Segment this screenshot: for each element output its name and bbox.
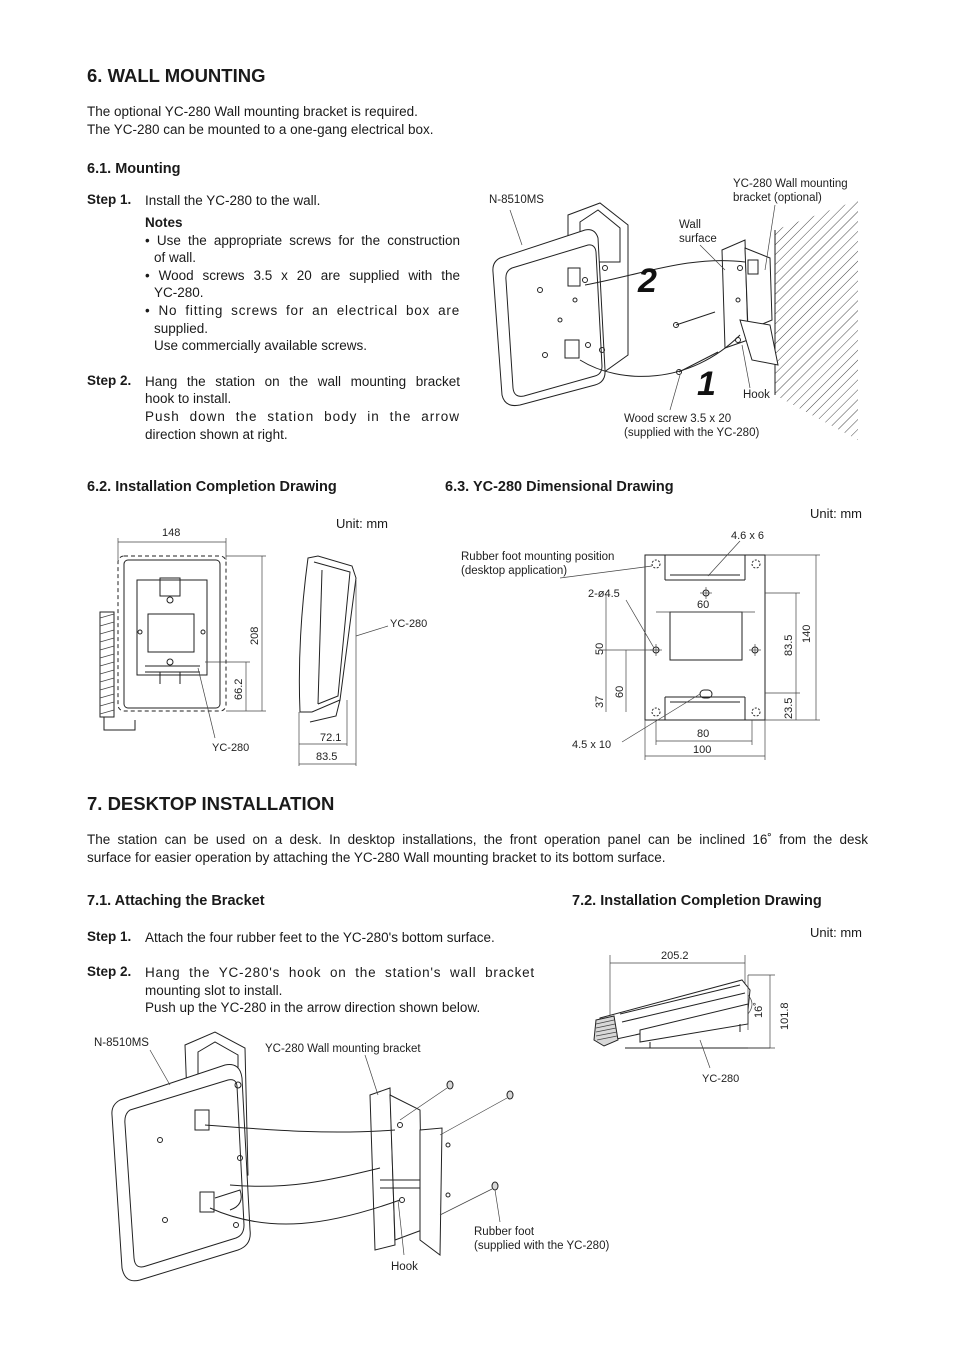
dim-80: 80 <box>697 728 709 740</box>
fig4-label-hook: Hook <box>391 1261 418 1273</box>
fig1-label-hook: Hook <box>743 389 770 401</box>
section-7-title: 7. DESKTOP INSTALLATION <box>87 793 335 814</box>
section-6-title: 6. WALL MOUNTING <box>87 65 266 86</box>
dim-4-5x10: 4.5 x 10 <box>572 739 611 751</box>
dim-148: 148 <box>162 527 180 539</box>
fig3-rubber-foot-2: (desktop application) <box>461 565 568 577</box>
sec6-intro-line2: The YC-280 can be mounted to a one-gang … <box>87 122 434 137</box>
dim-101-8: 101.8 <box>779 1002 791 1030</box>
fig2-yc280-label-side: YC-280 <box>390 618 427 630</box>
dim-60-vertical: 60 <box>614 686 626 698</box>
fig1-label-wall-1: Wall <box>679 219 701 231</box>
dim-37: 37 <box>594 696 606 708</box>
subsection-7-2-title: 7.2. Installation Completion Drawing <box>572 893 822 909</box>
subsection-7-1-title: 7.1. Attaching the Bracket <box>87 893 265 909</box>
fig4-label-n8510ms: N-8510MS <box>94 1037 149 1049</box>
note3-line1: • No fitting screws for an electrical bo… <box>145 303 460 318</box>
fig4-label-rubber-2: (supplied with the YC-280) <box>474 1240 610 1252</box>
sec7-step2-line1: Hang the YC-280's hook on the station's … <box>145 965 535 980</box>
note1-line2: of wall. <box>154 250 197 265</box>
dim-66-2: 66.2 <box>233 679 245 700</box>
sec7-intro-line1: The station can be used on a desk. In de… <box>87 832 868 847</box>
dim-83-5: 83.5 <box>783 635 795 656</box>
sec7-step1-label: Step 1. <box>87 929 132 944</box>
fig2-yc280-label-front: YC-280 <box>212 742 249 754</box>
dim-100: 100 <box>693 744 711 756</box>
fig1-label-screw-2: (supplied with the YC-280) <box>624 427 760 439</box>
fig1-label-bracket-2: bracket (optional) <box>733 192 822 204</box>
fig2-unit-label: Unit: mm <box>336 516 388 531</box>
note2-line2: YC-280. <box>154 285 204 300</box>
dim-205-2: 205.2 <box>661 950 689 962</box>
note2-line1: • Wood screws 3.5 x 20 are supplied with… <box>145 268 460 283</box>
sec7-step2-label: Step 2. <box>87 964 132 979</box>
dim-83-5-side: 83.5 <box>316 751 337 763</box>
sec7-step2-line2: mounting slot to install. <box>145 983 283 998</box>
sec7-step1-text: Attach the four rubber feet to the YC-28… <box>145 930 495 945</box>
wall-hatch <box>775 200 858 440</box>
dim-16-degree: 16˚ <box>753 1002 765 1018</box>
fig3-unit-label: Unit: mm <box>810 506 862 521</box>
fig1-step-number-1: 1 <box>697 365 716 403</box>
subsection-6-1-title: 6.1. Mounting <box>87 161 181 177</box>
fig1-label-n8510ms: N-8510MS <box>489 194 544 206</box>
fig5-unit-label: Unit: mm <box>810 925 862 940</box>
dim-208: 208 <box>249 627 261 645</box>
dim-60-horizontal: 60 <box>697 599 709 611</box>
fig5-yc280-label: YC-280 <box>702 1073 739 1085</box>
fig1-label-bracket-1: YC-280 Wall mounting <box>733 178 848 190</box>
sec6-step1-text: Install the YC-280 to the wall. <box>145 193 321 208</box>
fig1-label-wall-2: surface <box>679 233 717 245</box>
note1-line1: • Use the appropriate screws for the con… <box>145 233 460 248</box>
sec6-step2-line2: hook to install. <box>145 391 232 406</box>
fig4-label-bracket: YC-280 Wall mounting bracket <box>265 1043 421 1055</box>
dim-72-1: 72.1 <box>320 732 341 744</box>
sec6-step2-line4: direction shown at right. <box>145 427 288 442</box>
sec6-step2-label: Step 2. <box>87 373 132 388</box>
fig4-label-rubber-1: Rubber foot <box>474 1226 535 1238</box>
sec6-step2-line3: Push down the station body in the arrow <box>145 409 460 424</box>
fig1-step-number-2: 2 <box>637 262 657 300</box>
dim-2-o4-5: 2-ø4.5 <box>588 588 620 600</box>
note3-line2: supplied. <box>154 321 209 336</box>
sec6-intro-line1: The optional YC-280 Wall mounting bracke… <box>87 104 418 119</box>
dim-50: 50 <box>594 643 606 655</box>
cable-hatch <box>99 611 136 731</box>
sec6-step1-label: Step 1. <box>87 192 132 207</box>
sec7-step2-line3: Push up the YC-280 in the arrow directio… <box>145 1000 481 1015</box>
note3-line3: Use commercially available screws. <box>154 338 368 353</box>
dim-4-6x6: 4.6 x 6 <box>731 530 764 542</box>
notes-heading: Notes <box>145 215 183 230</box>
sec6-step2-line1: Hang the station on the wall mounting br… <box>145 374 460 389</box>
dim-23-5: 23.5 <box>783 698 795 719</box>
dim-140: 140 <box>801 625 813 643</box>
sec7-intro-line2: surface for easier operation by attachin… <box>87 850 666 865</box>
fig3-rubber-foot-1: Rubber foot mounting position <box>461 551 615 563</box>
fig1-label-screw-1: Wood screw 3.5 x 20 <box>624 413 732 425</box>
subsection-6-3-title: 6.3. YC-280 Dimensional Drawing <box>445 479 674 495</box>
subsection-6-2-title: 6.2. Installation Completion Drawing <box>87 479 337 495</box>
